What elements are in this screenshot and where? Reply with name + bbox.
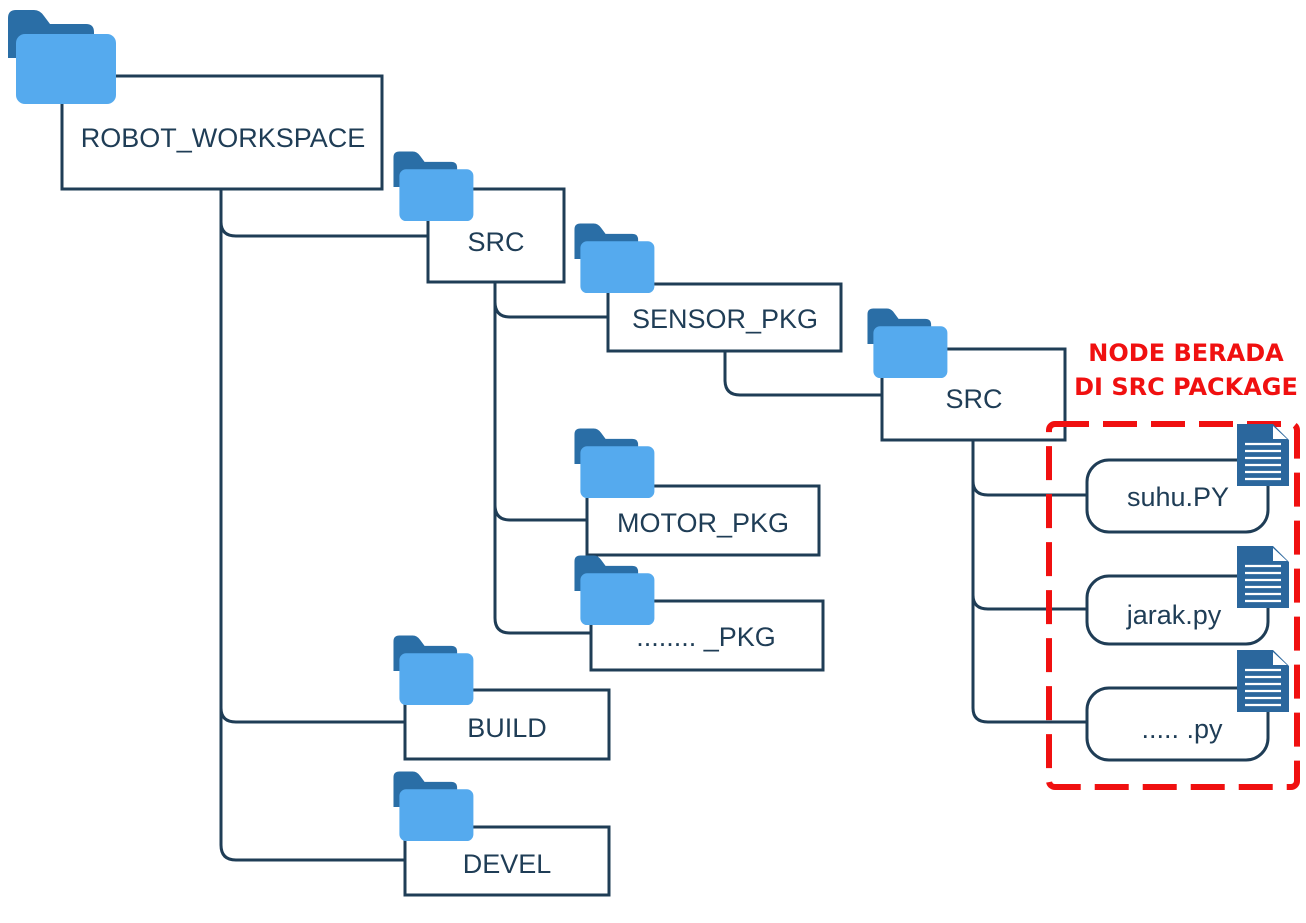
folder-icon	[393, 151, 474, 222]
node-motor-pkg[interactable]: MOTOR_PKG	[574, 428, 821, 557]
file-other[interactable]: ..... .py	[1085, 648, 1291, 762]
folder-icon	[867, 308, 948, 379]
document-icon	[1235, 422, 1291, 488]
node-src[interactable]: SRC	[393, 151, 566, 284]
node-label: MOTOR_PKG	[617, 508, 789, 538]
connector-root-trunk	[219, 188, 407, 862]
file-label: ..... .py	[1141, 714, 1223, 744]
file-label: jarak.py	[1126, 600, 1222, 630]
folder-icon	[8, 10, 116, 104]
node-sensor-pkg[interactable]: SENSOR_PKG	[574, 223, 843, 353]
annotation-line-1: NODE BERADA	[1088, 339, 1284, 367]
folder-icon	[393, 635, 474, 706]
node-sensor-pkg-src[interactable]: SRC	[867, 308, 1067, 442]
node-label: ROBOT_WORKSPACE	[81, 123, 366, 153]
connector-pkgsrc-suhu	[971, 479, 1089, 497]
connector-src-trunk	[493, 279, 593, 635]
connector-pkgsrc-trunk	[971, 438, 1089, 724]
folder-icon	[574, 428, 655, 499]
node-robot-workspace[interactable]: ROBOT_WORKSPACE	[8, 10, 384, 191]
folder-icon	[393, 771, 474, 842]
node-label: DEVEL	[463, 849, 552, 879]
node-highlight-region	[1046, 421, 1300, 790]
folder-icon	[574, 223, 655, 294]
connector-src-motor	[493, 503, 589, 522]
node-label: SRC	[945, 384, 1002, 414]
file-jarak[interactable]: jarak.py	[1085, 544, 1291, 646]
file-suhu[interactable]: suhu.PY	[1085, 422, 1291, 534]
document-icon	[1235, 544, 1291, 610]
node-devel[interactable]: DEVEL	[393, 771, 611, 897]
node-label: SRC	[467, 227, 524, 257]
document-icon	[1235, 648, 1291, 714]
connector-root-build	[219, 706, 407, 724]
connector-root-src	[219, 220, 430, 238]
node-label: BUILD	[467, 713, 547, 743]
annotation-line-2: DI SRC PACKAGE	[1074, 373, 1298, 401]
node-build[interactable]: BUILD	[393, 635, 611, 761]
node-other-pkg[interactable]: ........ _PKG	[574, 555, 825, 672]
folder-icon	[574, 555, 655, 626]
node-label: ........ _PKG	[636, 622, 776, 652]
connector-sensor-src	[723, 349, 884, 397]
tree-connectors	[219, 188, 1089, 862]
connector-src-sensor	[493, 300, 610, 319]
file-label: suhu.PY	[1127, 482, 1229, 512]
connector-pkgsrc-jarak	[971, 593, 1089, 611]
node-label: SENSOR_PKG	[632, 304, 818, 334]
